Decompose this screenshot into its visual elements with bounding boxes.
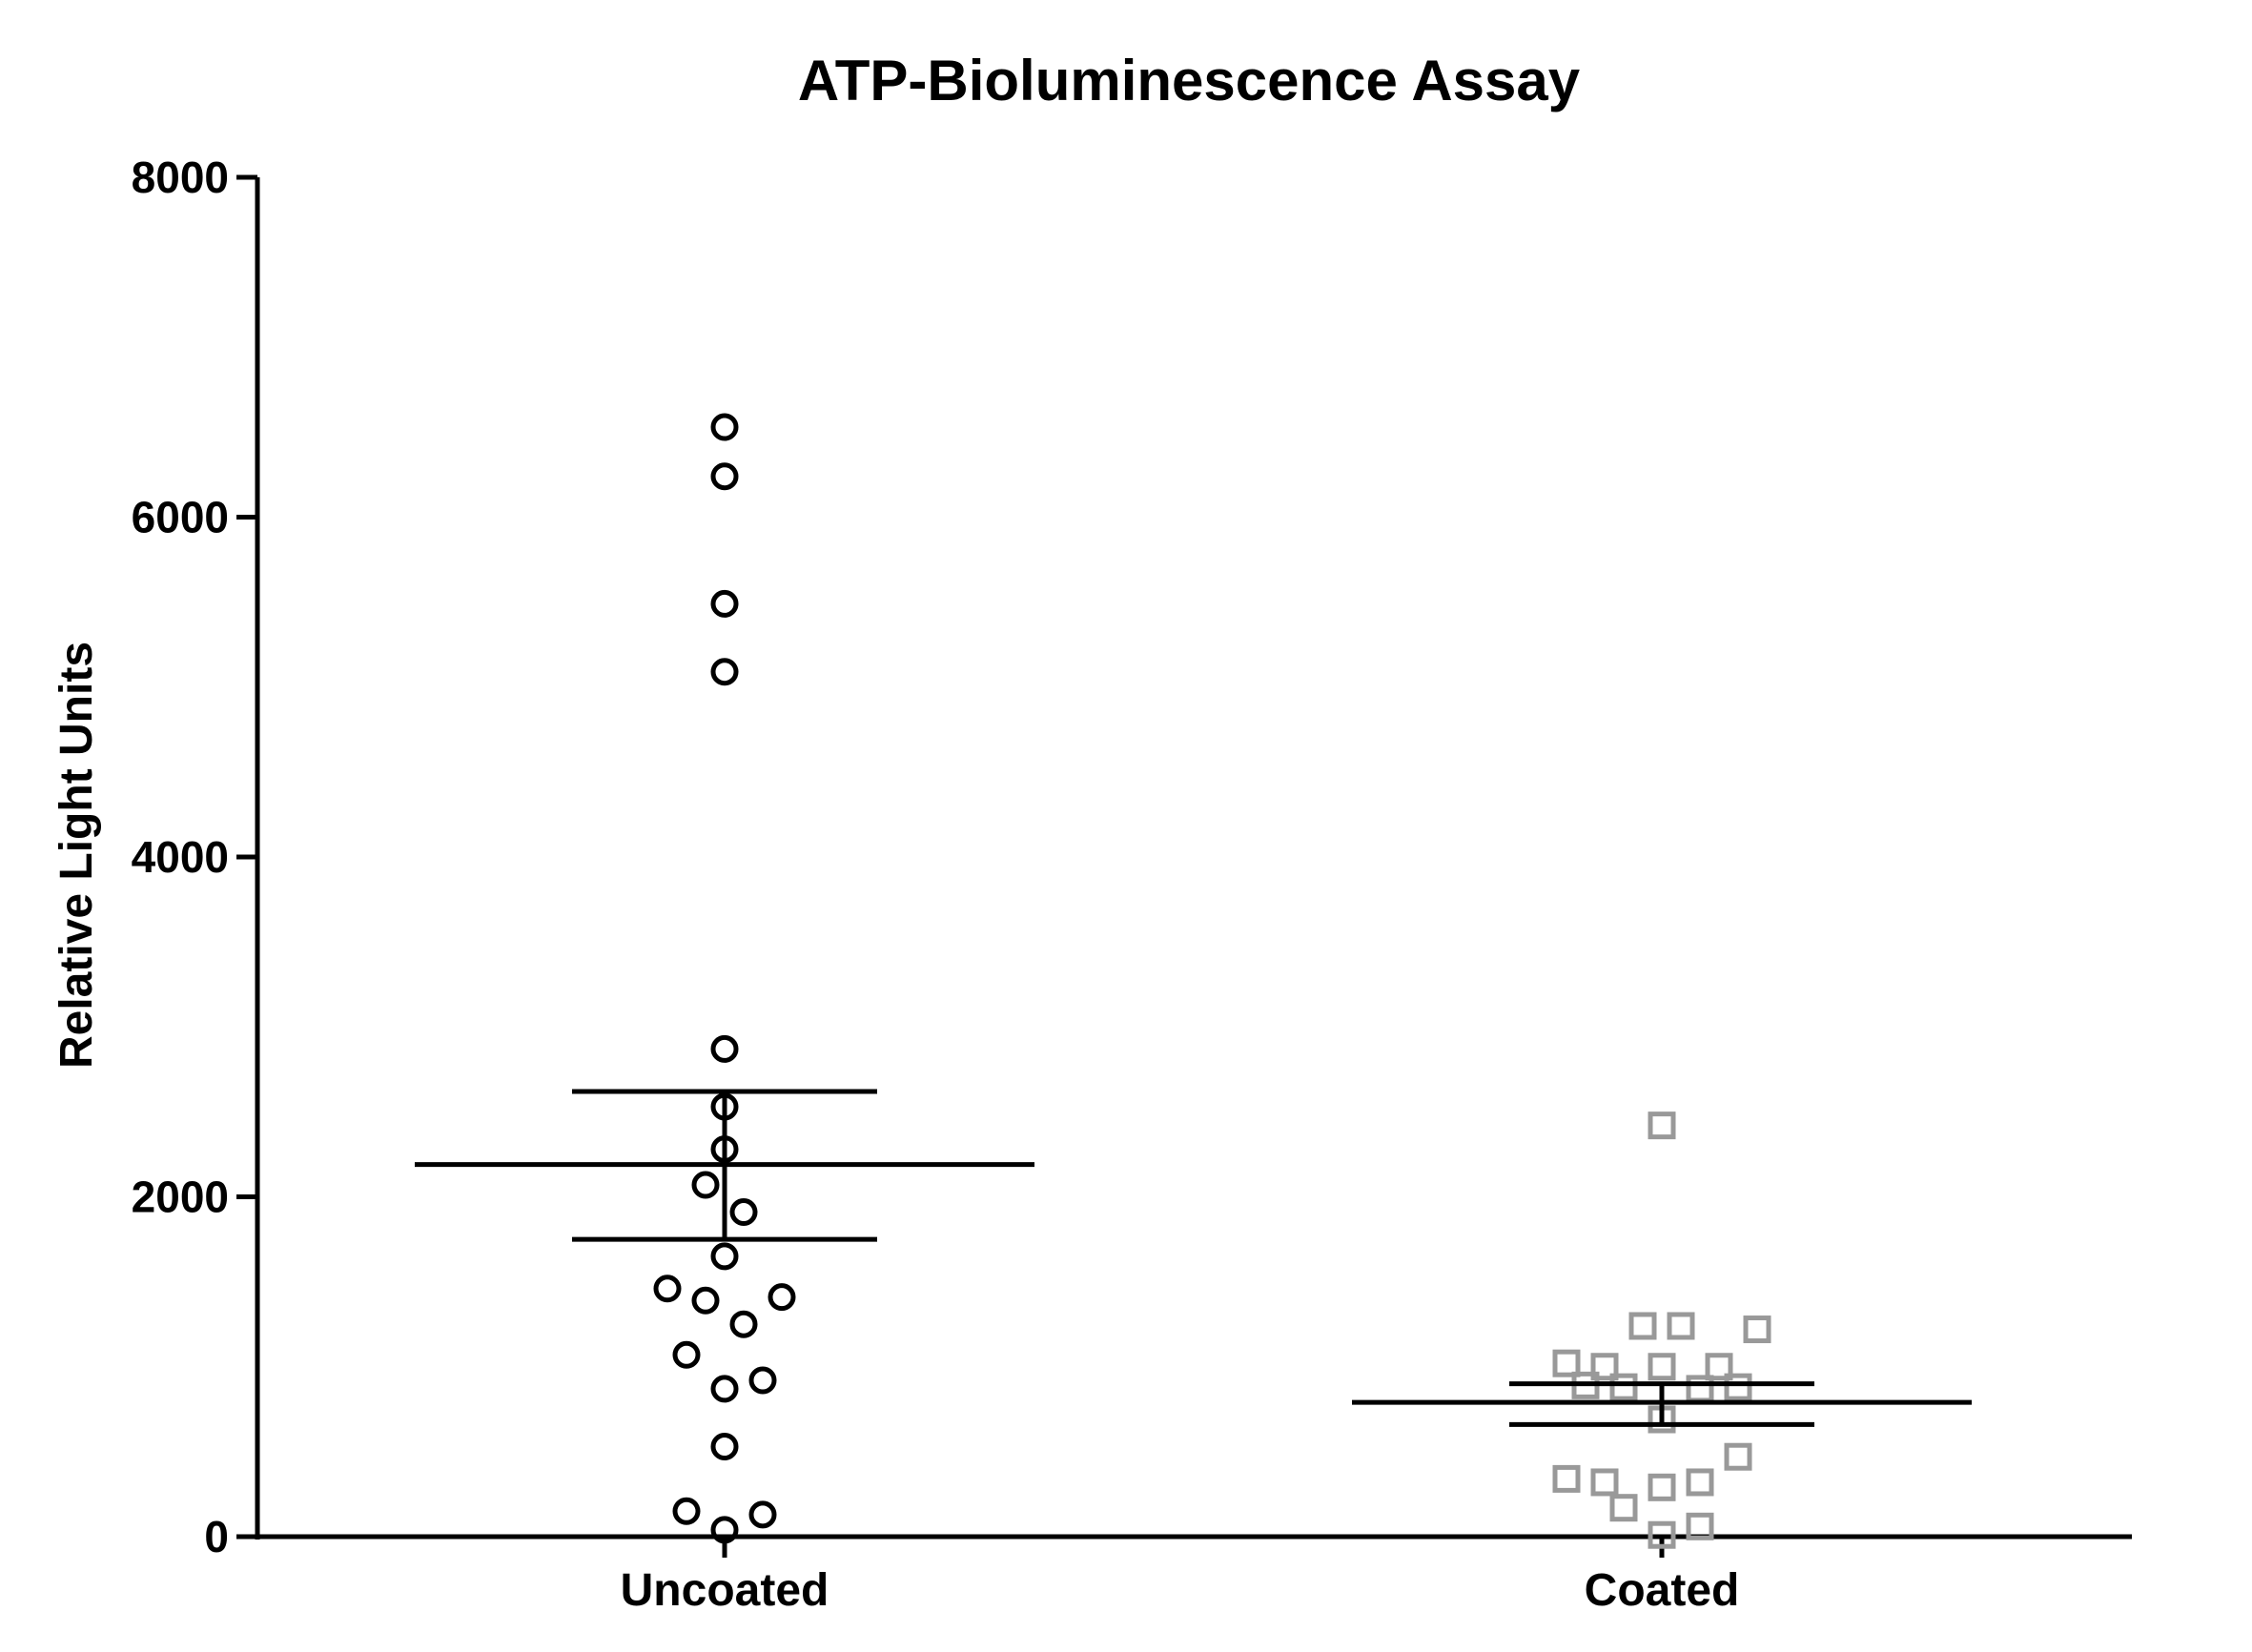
data-point — [1628, 1312, 1657, 1340]
data-point — [1686, 1512, 1714, 1540]
y-tick-label: 8000 — [132, 153, 229, 202]
y-tick-label: 4000 — [132, 832, 229, 882]
data-point — [1724, 1442, 1752, 1471]
data-point — [1552, 1464, 1581, 1493]
x-tick-label: Uncoated — [621, 1565, 829, 1616]
data-point — [710, 462, 739, 491]
data-point — [672, 1340, 701, 1369]
data-point — [710, 1516, 739, 1544]
data-point — [1724, 1373, 1752, 1401]
data-point — [710, 1242, 739, 1271]
data-point — [748, 1366, 777, 1395]
data-point — [1743, 1315, 1771, 1344]
data-point — [1686, 1468, 1714, 1497]
data-point — [710, 1034, 739, 1063]
y-tick-label: 0 — [204, 1512, 229, 1561]
data-point — [1667, 1312, 1695, 1340]
data-point — [1648, 1520, 1676, 1549]
data-point — [729, 1198, 758, 1227]
data-point — [1648, 1353, 1676, 1381]
y-tick-label: 2000 — [132, 1173, 229, 1222]
x-tick-label: Coated — [1585, 1565, 1740, 1616]
data-point — [672, 1497, 701, 1525]
data-point — [1686, 1375, 1714, 1403]
data-point — [710, 589, 739, 618]
data-point — [710, 658, 739, 686]
data-point — [1705, 1353, 1733, 1381]
data-point — [768, 1283, 796, 1312]
data-point — [1590, 1468, 1619, 1497]
data-point — [691, 1171, 720, 1199]
data-point — [710, 413, 739, 441]
data-point — [691, 1286, 720, 1315]
data-point — [1609, 1373, 1638, 1401]
chart-title: ATP-Bioluminescence Assay — [798, 49, 1581, 112]
data-point — [710, 1433, 739, 1461]
data-point — [1609, 1494, 1638, 1522]
data-point — [748, 1500, 777, 1529]
data-point — [1648, 1112, 1676, 1140]
summary-bars — [415, 1089, 1972, 1427]
y-axis-label: Relative Light Units — [51, 642, 102, 1069]
data-point — [710, 1375, 739, 1403]
y-tick-label: 6000 — [132, 493, 229, 542]
data-point — [729, 1310, 758, 1338]
data-point — [1648, 1473, 1676, 1501]
data-marks — [653, 413, 1771, 1549]
data-point — [1590, 1353, 1619, 1381]
data-point — [653, 1275, 682, 1303]
data-point — [1552, 1349, 1581, 1377]
